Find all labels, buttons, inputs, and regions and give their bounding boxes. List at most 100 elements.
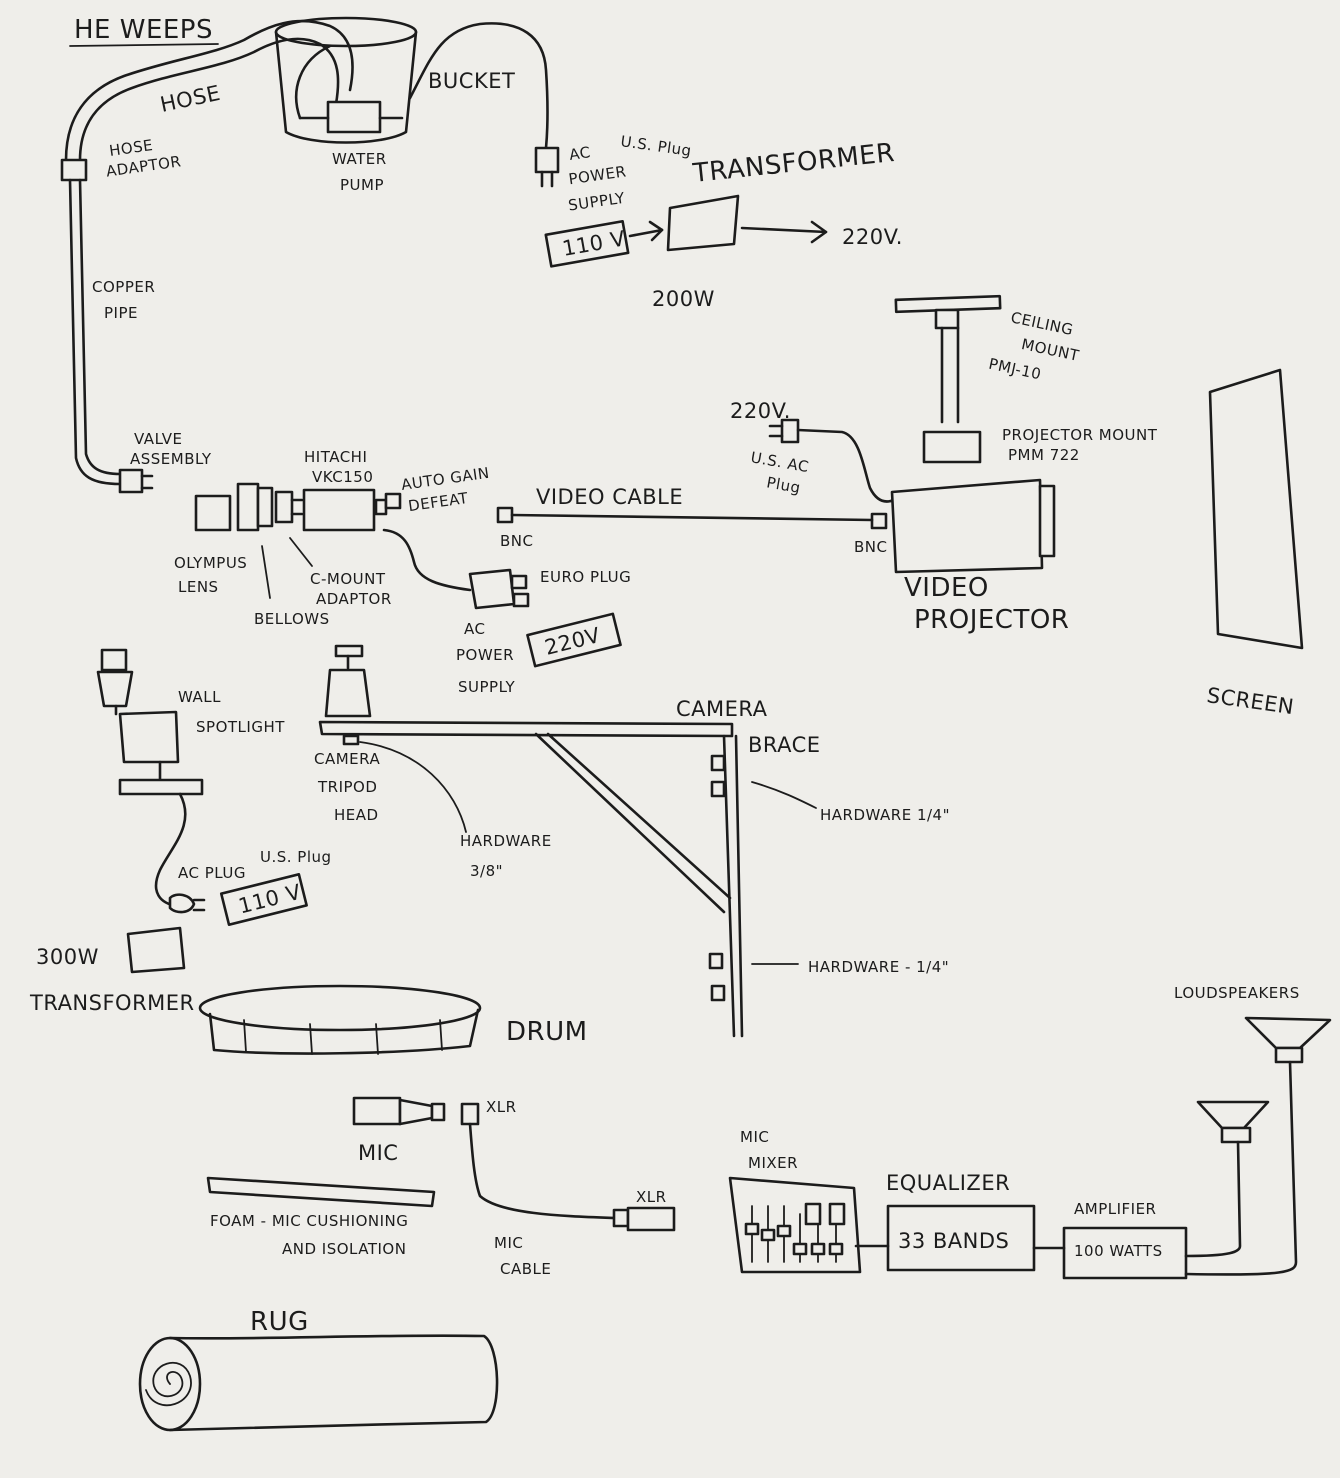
ac-plug-label: AC PLUG <box>178 864 246 882</box>
mic-icon <box>352 1096 446 1126</box>
projector-mount-icon <box>922 430 982 464</box>
tripod-head-icon <box>324 644 372 746</box>
pump-power-cord <box>408 22 549 150</box>
transformer-top-label: TRANSFORMER <box>691 138 897 189</box>
bnc-right-label: BNC <box>854 538 888 556</box>
mic-cable <box>468 1122 616 1220</box>
auto-gain-label: AUTO GAINDEFEAT <box>400 464 494 516</box>
ac-power-supply-top-label: ACPOWERSUPPLY <box>560 139 631 215</box>
rug-label: RUG <box>250 1307 309 1337</box>
speaker-cable-bottom <box>1184 1140 1242 1258</box>
us-ac-plug-label: U.S. ACPlug <box>745 448 810 498</box>
mic-label: MIC <box>358 1141 398 1165</box>
volt-110-top-box: 110 V <box>544 219 630 268</box>
speaker-cable-top <box>1184 1060 1298 1276</box>
transformer-top-icon <box>666 194 740 252</box>
ceiling-mount-label: CEILINGMOUNTPMJ-10 <box>987 306 1086 391</box>
amplifier-icon: 100 WATTS <box>1062 1226 1188 1280</box>
bellows-icon <box>236 482 274 532</box>
bnc-left-label: BNC <box>500 532 534 550</box>
camera-brace-icon <box>318 720 744 1038</box>
hardware-bolts-bottom <box>708 952 726 1002</box>
rug-icon <box>138 1334 499 1432</box>
euro-plug-label: EURO PLUG <box>540 568 631 586</box>
hardware-14-bottom-label: HARDWARE - 1/4" <box>808 958 949 976</box>
arrow-to-transformer <box>628 228 664 238</box>
c-mount-icon <box>274 490 304 524</box>
hose-adaptor-icon <box>60 158 88 182</box>
hitachi-camera-icon <box>302 488 402 532</box>
hose-adaptor-label: HOSEADAPTOR <box>102 132 182 180</box>
drum-icon <box>198 984 482 1055</box>
screen-label: SCREEN <box>1205 683 1295 719</box>
xlr-bottom-label: XLR <box>636 1188 667 1206</box>
bellows-label: BELLOWS <box>254 610 330 628</box>
us-plug-top-label: U.S. Plug <box>619 132 692 160</box>
watt-300-label: 300W <box>36 945 99 969</box>
xlr-top-icon <box>460 1102 480 1126</box>
amplifier-label: AMPLIFIER <box>1074 1200 1156 1218</box>
camera-power-cord <box>382 528 472 592</box>
svg-text:100 WATTS: 100 WATTS <box>1074 1242 1163 1260</box>
camera-ac-power-supply-icon <box>468 568 530 610</box>
spotlight-cord <box>154 792 187 908</box>
us-plug-mid-label: U.S. Plug <box>260 848 332 866</box>
drum-label: DRUM <box>506 1017 588 1047</box>
olympus-lens-icon <box>194 494 232 532</box>
volt-220-mid-box: 220V <box>526 612 622 668</box>
bnc-left-icon <box>496 506 514 524</box>
hose <box>64 19 354 162</box>
hardware-14-top-label: HARDWARE 1/4" <box>820 806 950 824</box>
water-pump-icon <box>295 44 404 134</box>
bucket-label: BUCKET <box>428 69 515 93</box>
svg-text:33 BANDS: 33 BANDS <box>898 1229 1009 1253</box>
valve-assembly-icon <box>118 468 154 494</box>
transformer-bottom-label: TRANSFORMER <box>29 991 195 1015</box>
volt-220-projector-label: 220V. <box>730 399 791 423</box>
sketch-title: HE WEEPS <box>74 15 213 45</box>
hardware-bolts-top <box>710 754 726 798</box>
volt-110-mid-box: 110 V <box>219 873 308 927</box>
loudspeaker-top-icon <box>1244 1016 1332 1064</box>
volt-220-top-label: 220V. <box>842 225 903 249</box>
video-projector-icon <box>890 478 1056 574</box>
wall-spotlight-icon <box>96 648 204 796</box>
bucket-icon <box>274 16 418 144</box>
xlr-bottom-icon <box>612 1206 676 1232</box>
loudspeaker-bottom-icon <box>1196 1100 1270 1144</box>
arrow-220v <box>740 226 828 234</box>
video-cable <box>510 513 874 522</box>
transformer-bottom-icon <box>126 926 186 974</box>
mic-mixer-icon <box>728 1176 862 1274</box>
hose-label: HOSE <box>158 81 223 117</box>
ac-plug-icon <box>168 893 206 914</box>
ceiling-mount-icon <box>894 294 1002 424</box>
foam-icon <box>206 1176 436 1208</box>
bnc-right-icon <box>870 512 888 530</box>
loudspeakers-label: LOUDSPEAKERS <box>1174 984 1300 1002</box>
xlr-top-label: XLR <box>486 1098 517 1116</box>
video-cable-label: VIDEO CABLE <box>536 485 683 509</box>
ac-power-supply-top-icon <box>534 146 560 188</box>
us-ac-plug-icon <box>768 418 800 444</box>
copper-pipe <box>68 178 122 486</box>
screen-icon <box>1208 368 1304 650</box>
equalizer-icon: 33 BANDS <box>886 1204 1036 1272</box>
projector-power-cord <box>796 428 896 503</box>
